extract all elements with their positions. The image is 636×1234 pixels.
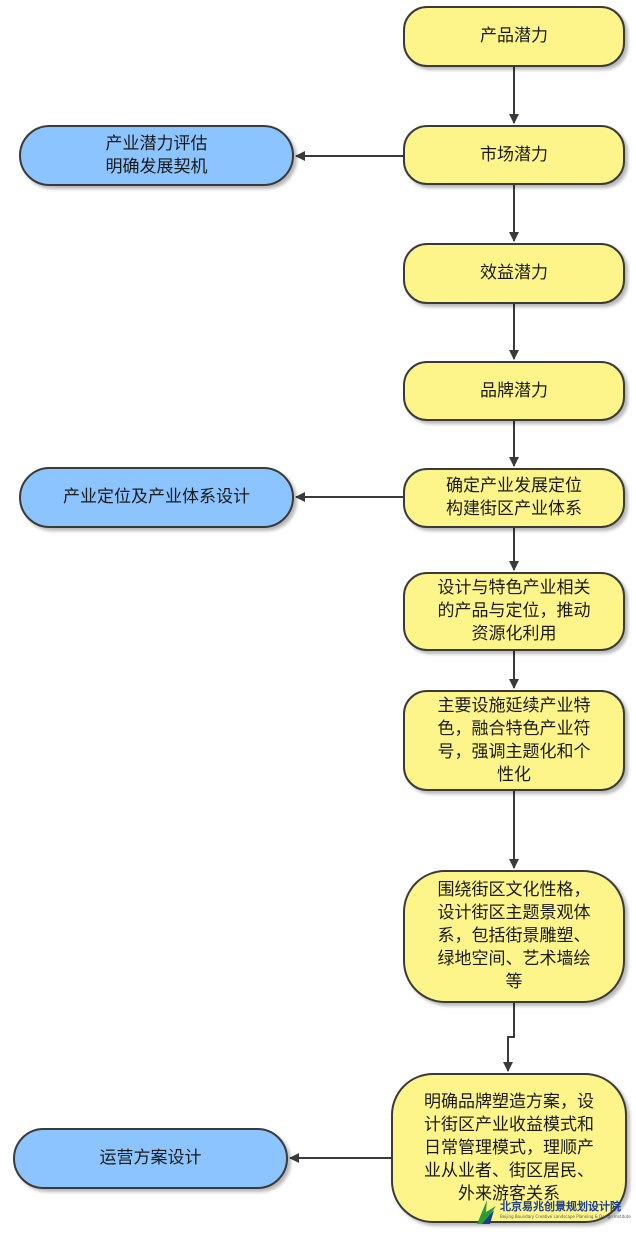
node-industry-assessment: 产业潜力评估 明确发展契机 — [19, 125, 294, 186]
node-landscape-design: 围绕街区文化性格， 设计街区主题景观体 系，包括街景雕塑、 绿地空间、艺术墙绘 … — [403, 870, 625, 1003]
node-market-potential: 市场潜力 — [403, 125, 625, 185]
node-product-potential: 产品潜力 — [403, 6, 625, 67]
node-product-design: 设计与特色产业相关 的产品与定位，推动 资源化利用 — [403, 572, 625, 651]
node-brand-plan: 明确品牌塑造方案，设 计街区产业收益模式和 日常管理模式，理顺产 业从业者、街区… — [391, 1073, 627, 1223]
node-industry-system-design: 产业定位及产业体系设计 — [19, 467, 294, 528]
node-benefit-potential: 效益潜力 — [403, 243, 625, 304]
logo-subtext: Beijing Boundary Creative Landscape Plan… — [500, 1214, 631, 1219]
arrow-landscape-to-brand-plan — [503, 1003, 515, 1072]
node-facility-design: 主要设施延续产业特 色，融合特色产业符 号，强调主题化和个 性化 — [403, 690, 625, 791]
node-brand-potential: 品牌潜力 — [403, 361, 625, 421]
node-positioning: 确定产业发展定位 构建街区产业体系 — [403, 468, 625, 528]
logo-text: 北京易兆创景规划设计院 — [500, 1200, 621, 1213]
institute-logo: 北京易兆创景规划设计院 Beijing Boundary Creative La… — [474, 1196, 634, 1228]
node-operation-design: 运营方案设计 — [13, 1128, 288, 1189]
leaf-logo-icon — [477, 1200, 496, 1224]
